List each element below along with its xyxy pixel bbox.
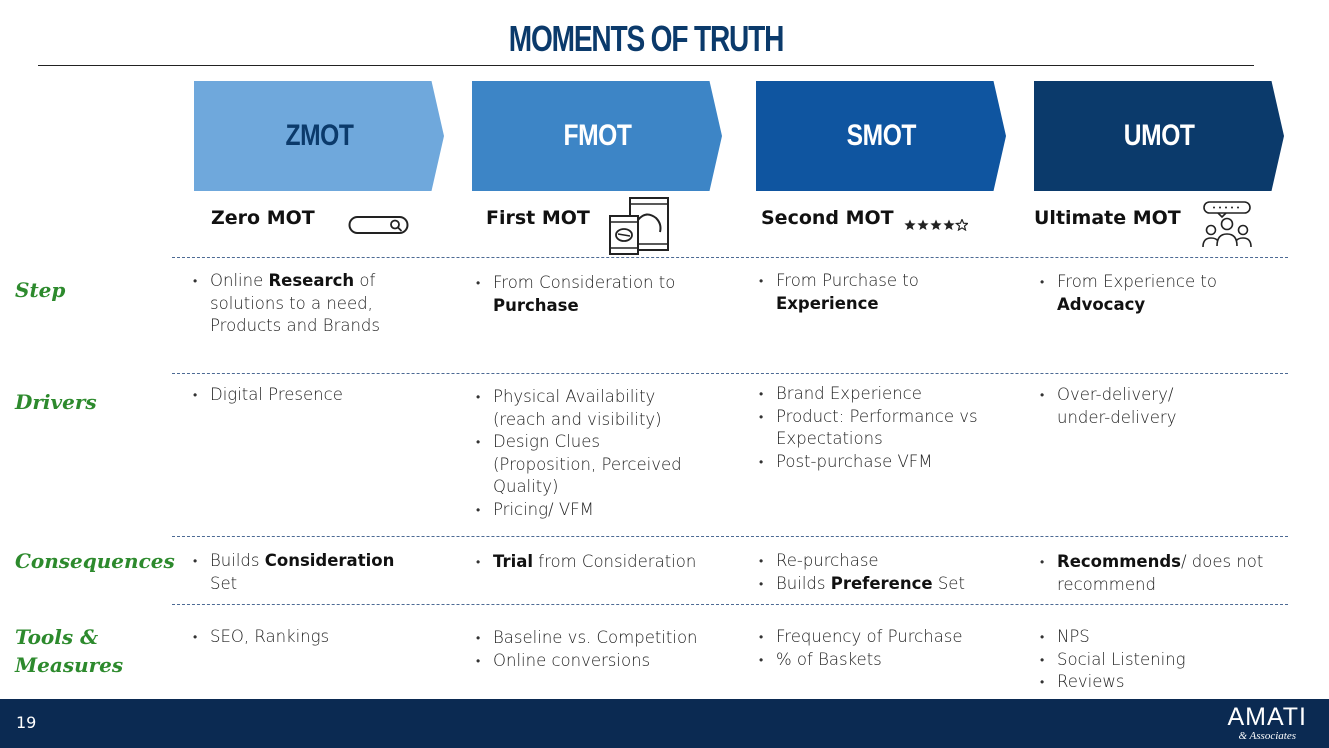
list-item: Builds Consideration Set [193,550,408,595]
smot-step: From Purchase to Experience [759,270,991,315]
fmot-step: From Consideration to Purchase [476,272,708,317]
list-item: Frequency of Purchase [759,626,991,649]
list-item: % of Baskets [759,649,991,672]
list-item: NPS [1040,626,1272,649]
list-item: SEO, Rankings [193,626,425,649]
smot-drivers: Brand Experience Product: Performance vs… [759,383,991,473]
smot-abbr: SMOT [846,119,916,152]
umot-tools: NPS Social Listening Reviews [1040,626,1272,694]
row-label-drivers: Drivers [15,390,97,414]
zmot-subheading: Zero MOT [211,207,315,229]
list-item: Reviews [1040,671,1272,694]
row-divider [172,373,1288,374]
page-number: 19 [16,713,37,732]
umot-chevron: UMOT [1034,81,1284,191]
logo-main-text: AMATI [1227,703,1307,731]
row-label-tools-line2: Measures [15,653,124,677]
row-label-consequences: Consequences [15,549,175,573]
search-bar-icon [348,216,409,234]
zmot-chevron: ZMOT [194,81,444,191]
page-title: MOMENTS OF TRUTH [508,18,785,59]
list-item: Online Research of solutions to a need, … [193,270,425,338]
row-label-step: Step [15,278,66,302]
fmot-chevron: FMOT [472,81,722,191]
company-logo: AMATI & Associates [1227,703,1307,743]
umot-step: From Experience to Advocacy [1040,271,1272,316]
list-item: Pricing/ VFM [476,499,708,522]
list-item: Online conversions [476,650,708,673]
row-divider [172,604,1288,605]
row-divider [172,536,1288,537]
smot-chevron: SMOT [756,81,1006,191]
list-item: Product: Performance vs Expectations [759,406,991,451]
row-label-tools-line1: Tools & [15,625,99,649]
fmot-drivers: Physical Availability (reach and visibil… [476,386,708,521]
list-item: Design Clues (Proposition, Perceived Qua… [476,431,708,499]
list-item: Recommends/ does not recommend [1040,551,1272,596]
footer-bar: 19 AMATI & Associates [0,699,1329,748]
list-item: Over-delivery/ under-delivery [1040,384,1215,429]
list-item: Brand Experience [759,383,991,406]
row-divider [172,257,1288,258]
umot-subheading: Ultimate MOT [1034,207,1181,229]
list-item: Baseline vs. Competition [476,627,708,650]
fmot-tools: Baseline vs. Competition Online conversi… [476,627,708,672]
list-item: From Consideration to Purchase [476,272,708,317]
fmot-abbr: FMOT [562,119,632,152]
umot-consequences: Recommends/ does not recommend [1040,551,1272,596]
umot-drivers: Over-delivery/ under-delivery [1040,384,1215,429]
zmot-consequences: Builds Consideration Set [193,550,408,595]
title-divider [38,65,1254,66]
logo-sub-text: & Associates [1238,730,1296,742]
list-item: Physical Availability (reach and visibil… [476,386,708,431]
list-item: From Purchase to Experience [759,270,991,315]
smot-subheading: Second MOT [761,207,894,229]
smot-tools: Frequency of Purchase % of Baskets [759,626,991,671]
list-item: Post-purchase VFM [759,451,991,474]
zmot-tools: SEO, Rankings [193,626,425,649]
people-talking-icon [1202,201,1252,248]
list-item: Re-purchase [759,550,991,573]
umot-abbr: UMOT [1123,119,1195,152]
zmot-drivers: Digital Presence [193,384,425,407]
product-packs-icon [609,197,669,255]
list-item: Social Listening [1040,649,1272,672]
row-label-tools: Tools & Measures [15,623,123,679]
fmot-subheading: First MOT [486,207,590,229]
smot-consequences: Re-purchase Builds Preference Set [759,550,991,595]
list-item: Builds Preference Set [759,573,991,596]
zmot-step: Online Research of solutions to a need, … [193,270,425,338]
zmot-abbr: ZMOT [284,119,354,152]
list-item: Digital Presence [193,384,425,407]
list-item: Trial from Consideration [476,551,708,574]
star-rating-icon [904,219,968,231]
fmot-consequences: Trial from Consideration [476,551,708,574]
list-item: From Experience to Advocacy [1040,271,1272,316]
